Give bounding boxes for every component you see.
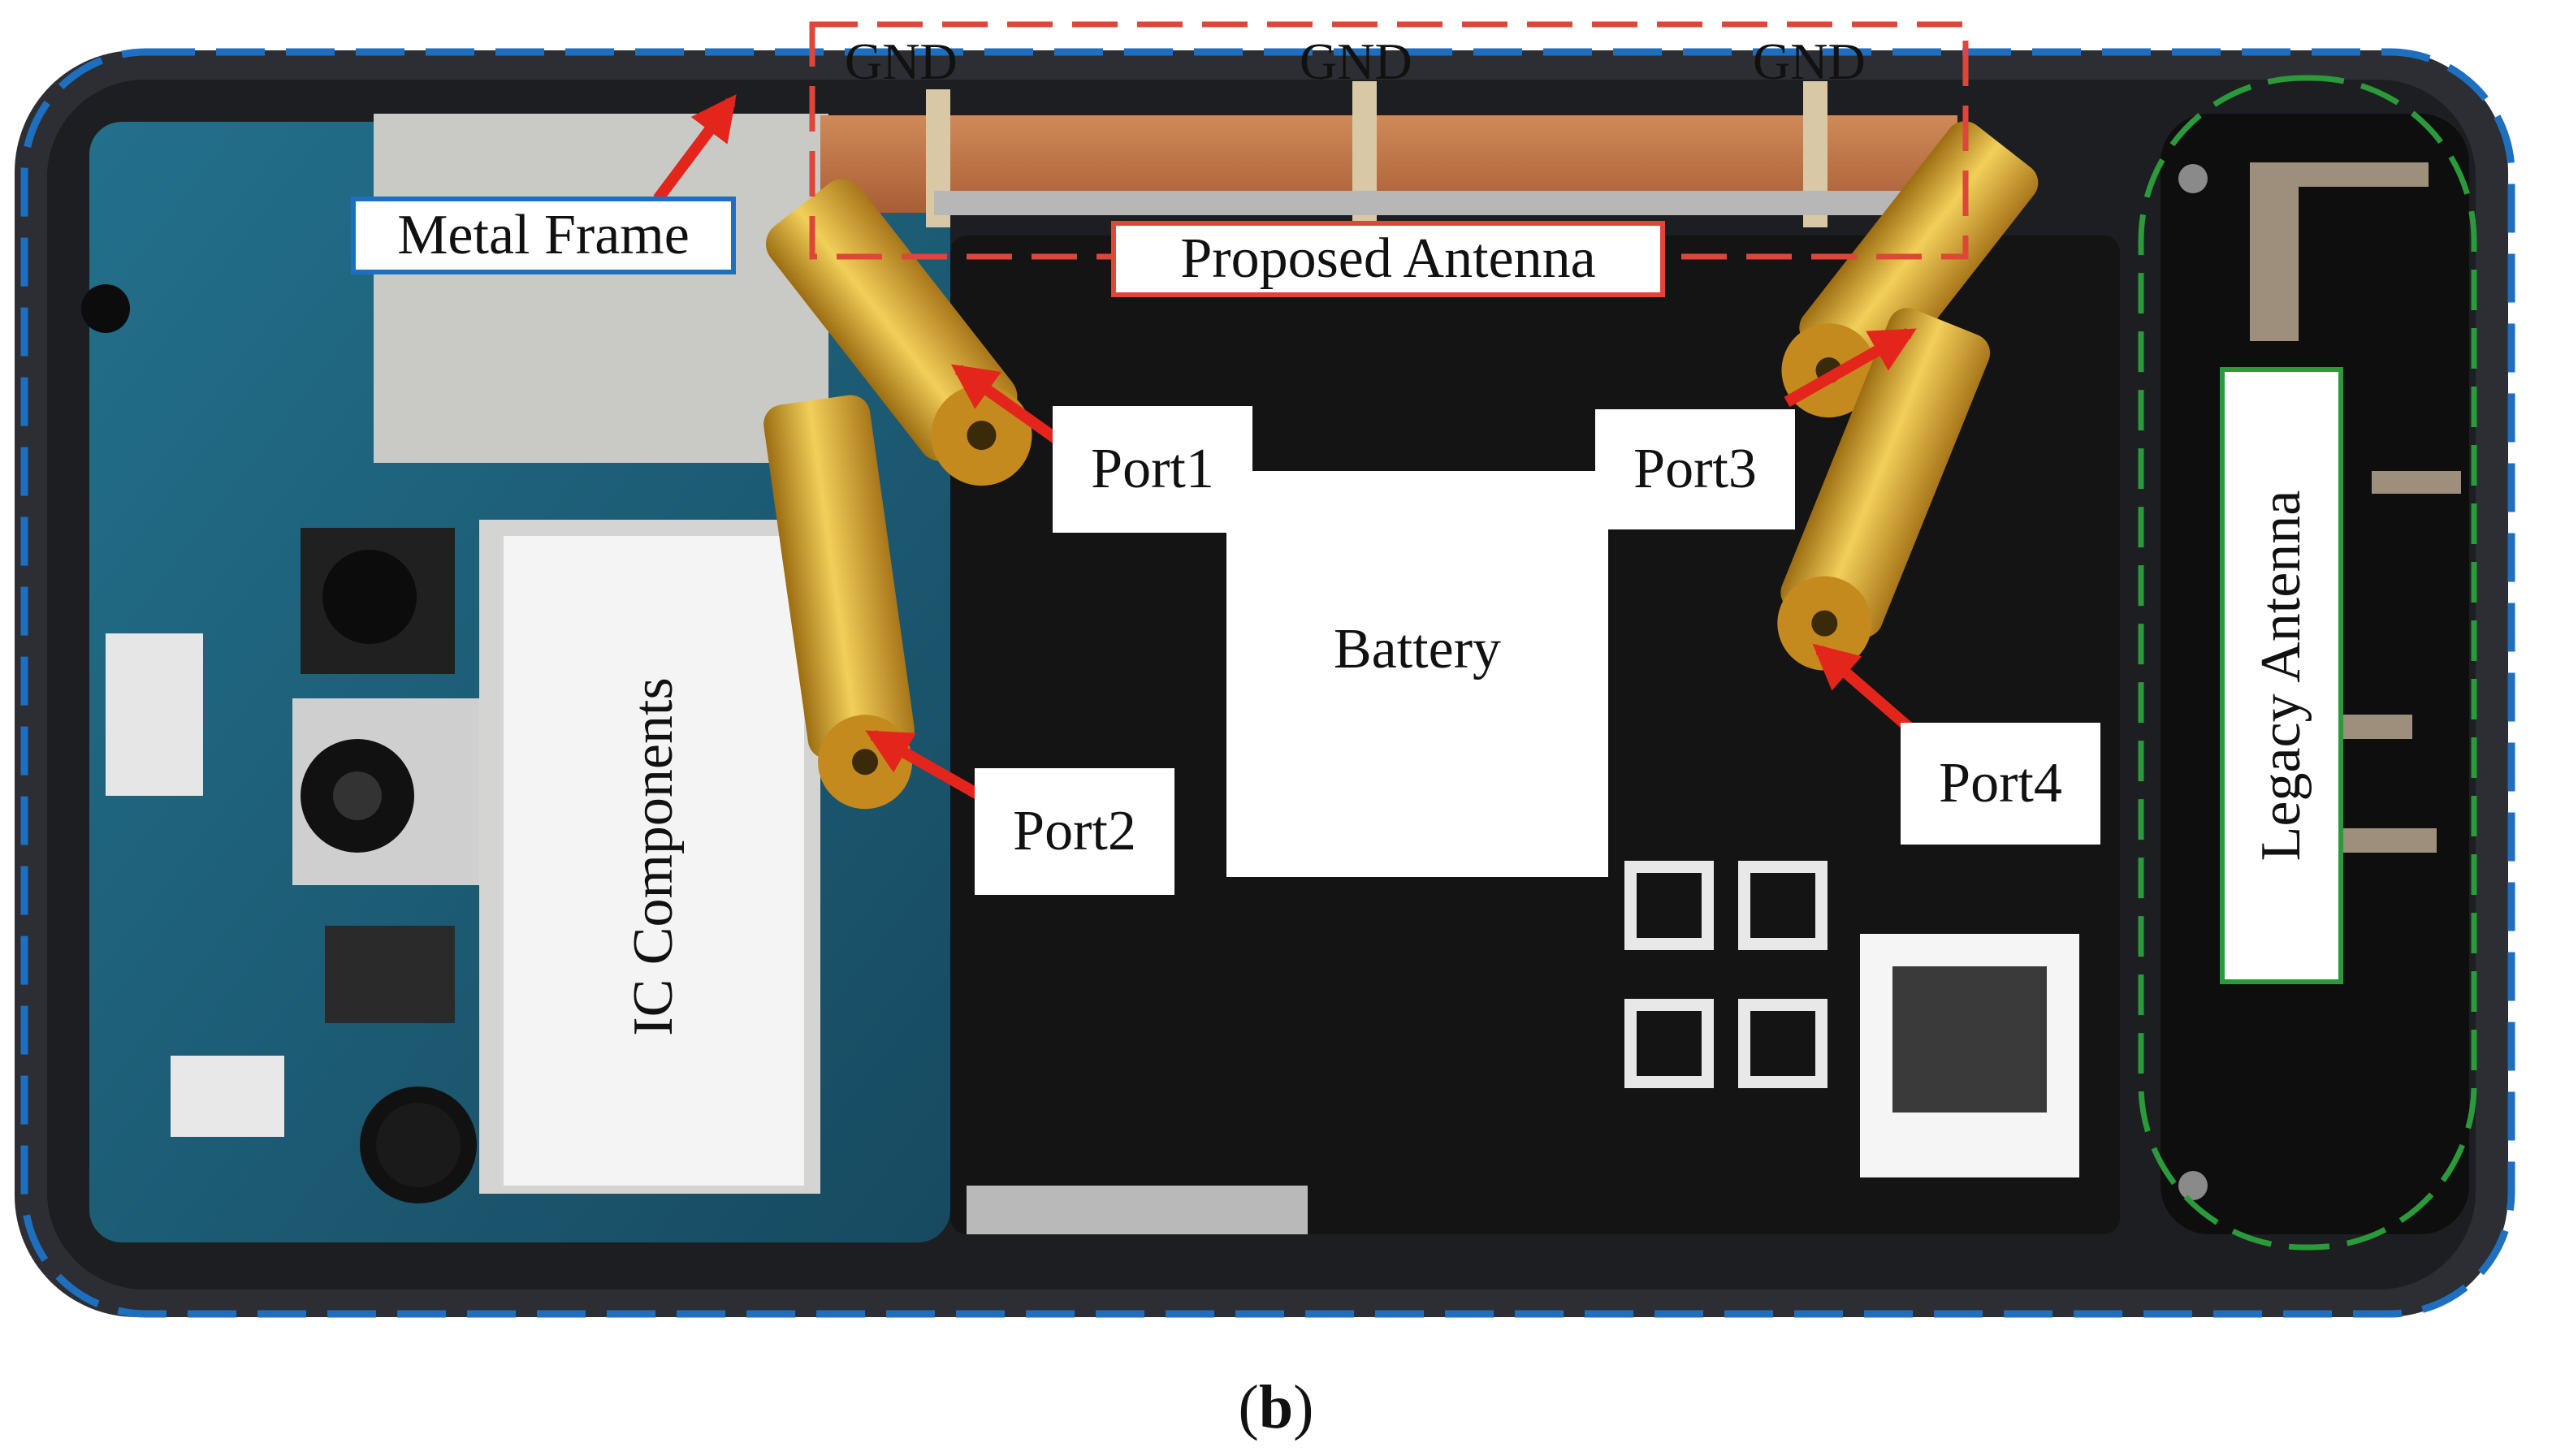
legacy-antenna-label: Legacy Antenna: [2220, 367, 2343, 984]
metal-frame-label: Metal Frame: [351, 197, 736, 274]
circuit-board: [81, 114, 950, 1242]
ic-components-label: IC Components: [622, 677, 685, 1036]
metal-frame-outline: [20, 48, 2515, 1318]
battery-label: Battery: [1333, 618, 1502, 680]
gnd-label-1: GND: [845, 32, 958, 90]
caption-open: (: [1238, 1373, 1259, 1441]
legacy-antenna-outline: [2138, 75, 2477, 1251]
figure-caption: (b): [0, 1372, 2552, 1443]
port3-label: Port3: [1595, 409, 1795, 529]
proposed-antenna-label: Proposed Antenna: [1111, 221, 1665, 297]
caption-letter: b: [1258, 1373, 1294, 1441]
gnd-label-3: GND: [1753, 32, 1866, 90]
caption-close: ): [1293, 1373, 1314, 1441]
port1-label: Port1: [1053, 406, 1252, 533]
gnd-label-2: GND: [1300, 32, 1412, 90]
port4-label: Port4: [1901, 723, 2100, 845]
port2-label: Port2: [975, 768, 1174, 895]
copper-strip: [820, 81, 1957, 227]
